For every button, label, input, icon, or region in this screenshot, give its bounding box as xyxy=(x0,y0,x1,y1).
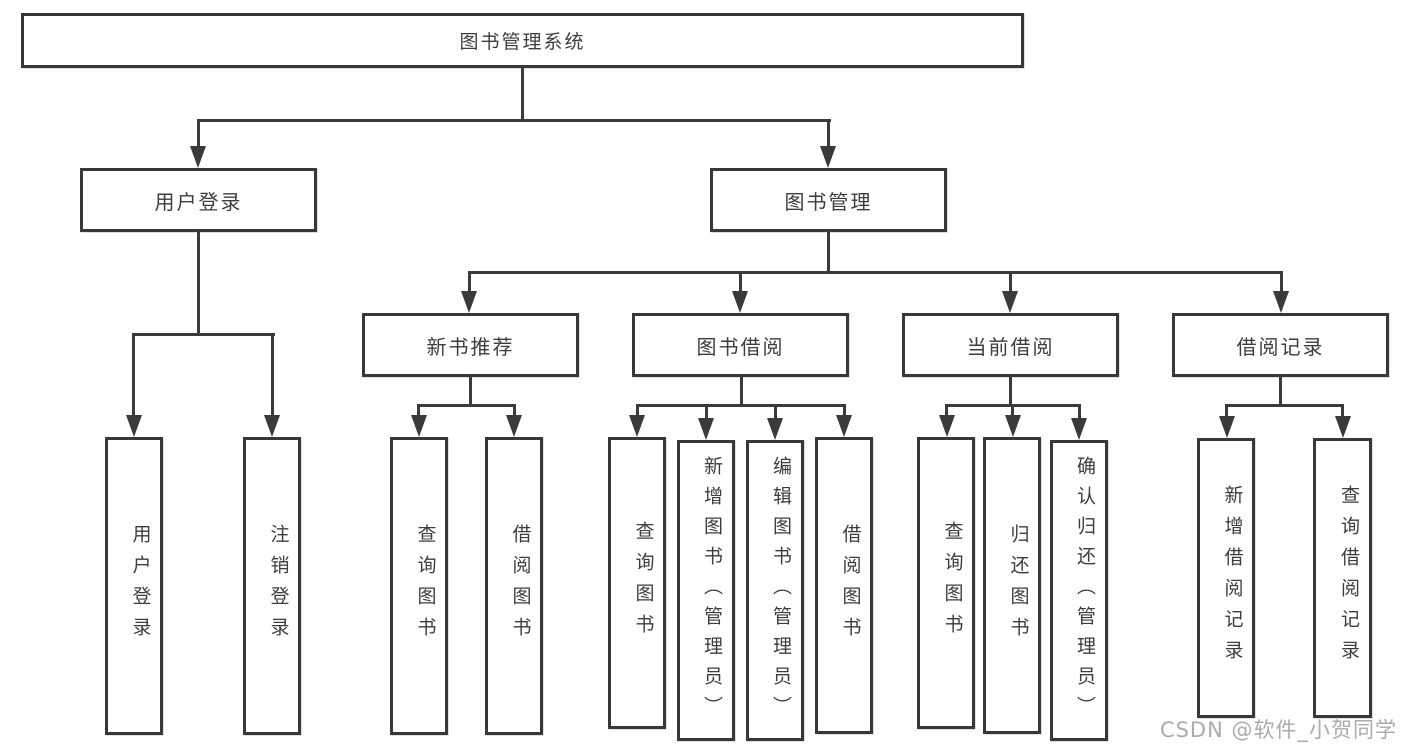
leaf-add-book-admin-label: 新增图书（管理员） xyxy=(701,455,723,726)
connector xyxy=(468,271,471,294)
connector xyxy=(1225,404,1228,419)
connector xyxy=(1280,271,1283,294)
connector xyxy=(1078,404,1081,419)
leaf-borrow-book-2: 借阅图书 xyxy=(815,437,873,734)
node-new-book-recommend-label: 新书推荐 xyxy=(426,334,515,359)
leaf-query-book-2: 查询图书 xyxy=(608,437,666,729)
leaf-query-book-1: 查询图书 xyxy=(390,437,448,735)
connector xyxy=(417,404,516,407)
leaf-query-book-2-label: 查询图书 xyxy=(632,521,655,645)
leaf-return-book: 归还图书 xyxy=(983,437,1041,734)
arrow-down-icon xyxy=(1335,416,1351,438)
connector xyxy=(1341,404,1344,419)
arrow-down-icon xyxy=(264,415,280,437)
node-user-login: 用户登录 xyxy=(80,168,317,232)
leaf-logout-label: 注销登录 xyxy=(267,524,290,648)
connector xyxy=(827,119,830,149)
arrow-down-icon xyxy=(732,291,748,313)
node-book-borrow-label: 图书借阅 xyxy=(696,334,785,359)
connector xyxy=(827,230,830,274)
connector xyxy=(1011,404,1014,419)
arrow-down-icon xyxy=(506,415,522,437)
arrow-down-icon xyxy=(461,291,477,313)
leaf-user-login-label: 用户登录 xyxy=(129,524,152,648)
connector xyxy=(1225,404,1344,407)
leaf-query-book-3-label: 查询图书 xyxy=(941,521,964,645)
arrow-down-icon xyxy=(698,418,714,440)
connector xyxy=(468,271,1283,274)
leaf-logout: 注销登录 xyxy=(243,437,301,735)
node-book-management: 图书管理 xyxy=(710,168,947,232)
connector xyxy=(521,66,524,121)
arrow-down-icon xyxy=(1273,291,1289,313)
connector xyxy=(513,404,516,419)
leaf-add-borrow-record: 新增借阅记录 xyxy=(1197,438,1255,718)
connector xyxy=(739,271,742,294)
arrow-down-icon xyxy=(939,415,955,437)
arrow-down-icon xyxy=(1219,416,1235,438)
leaf-return-book-label: 归还图书 xyxy=(1007,523,1030,648)
arrow-down-icon xyxy=(767,418,783,440)
csdn-watermark: CSDN @软件_小贺同学 xyxy=(1159,718,1397,742)
connector xyxy=(417,404,420,419)
connector xyxy=(271,333,274,418)
leaf-query-book-1-label: 查询图书 xyxy=(414,524,437,648)
node-root-label: 图书管理系统 xyxy=(459,31,586,53)
connector xyxy=(132,333,135,418)
leaf-query-borrow-record: 查询借阅记录 xyxy=(1313,438,1372,718)
node-current-borrow: 当前借阅 xyxy=(902,313,1119,377)
arrow-down-icon xyxy=(820,146,836,168)
leaf-query-book-3: 查询图书 xyxy=(917,437,975,729)
arrow-down-icon xyxy=(629,415,645,437)
leaf-edit-book-admin: 编辑图书（管理员） xyxy=(746,440,804,741)
leaf-add-borrow-record-label: 新增借阅记录 xyxy=(1221,485,1244,671)
connector xyxy=(1009,375,1012,407)
node-new-book-recommend: 新书推荐 xyxy=(362,313,579,377)
node-current-borrow-label: 当前借阅 xyxy=(966,334,1055,359)
leaf-query-borrow-record-label: 查询借阅记录 xyxy=(1338,485,1360,671)
leaf-confirm-return-admin: 确认归还（管理员） xyxy=(1050,440,1108,741)
node-borrow-record-label: 借阅记录 xyxy=(1236,334,1325,359)
connector xyxy=(469,375,472,407)
leaf-borrow-book-1: 借阅图书 xyxy=(485,437,543,735)
arrow-down-icon xyxy=(190,146,206,168)
leaf-confirm-return-admin-label: 确认归还（管理员） xyxy=(1074,455,1096,726)
arrow-down-icon xyxy=(1071,418,1087,440)
connector xyxy=(843,404,846,419)
node-book-borrow: 图书借阅 xyxy=(632,313,849,377)
connector xyxy=(1009,271,1012,294)
connector xyxy=(197,119,831,122)
node-borrow-record: 借阅记录 xyxy=(1172,313,1389,377)
connector xyxy=(945,404,948,419)
leaf-borrow-book-2-label: 借阅图书 xyxy=(839,523,862,648)
connector xyxy=(636,404,846,407)
arrow-down-icon xyxy=(411,415,427,437)
connector xyxy=(636,404,639,419)
connector xyxy=(705,404,708,419)
arrow-down-icon xyxy=(1002,291,1018,313)
connector xyxy=(1279,375,1282,407)
connector xyxy=(774,404,777,419)
node-book-management-label: 图书管理 xyxy=(784,189,873,214)
arrow-down-icon xyxy=(1005,415,1021,437)
connector xyxy=(132,333,275,336)
leaf-add-book-admin: 新增图书（管理员） xyxy=(677,440,735,741)
arrow-down-icon xyxy=(126,415,142,437)
connector xyxy=(197,230,200,336)
connector xyxy=(197,119,200,149)
node-user-login-label: 用户登录 xyxy=(154,189,243,214)
leaf-user-login: 用户登录 xyxy=(105,437,163,735)
node-root: 图书管理系统 xyxy=(21,13,1024,68)
connector xyxy=(740,375,743,407)
leaf-borrow-book-1-label: 借阅图书 xyxy=(509,524,532,648)
leaf-edit-book-admin-label: 编辑图书（管理员） xyxy=(770,455,792,726)
arrow-down-icon xyxy=(836,415,852,437)
